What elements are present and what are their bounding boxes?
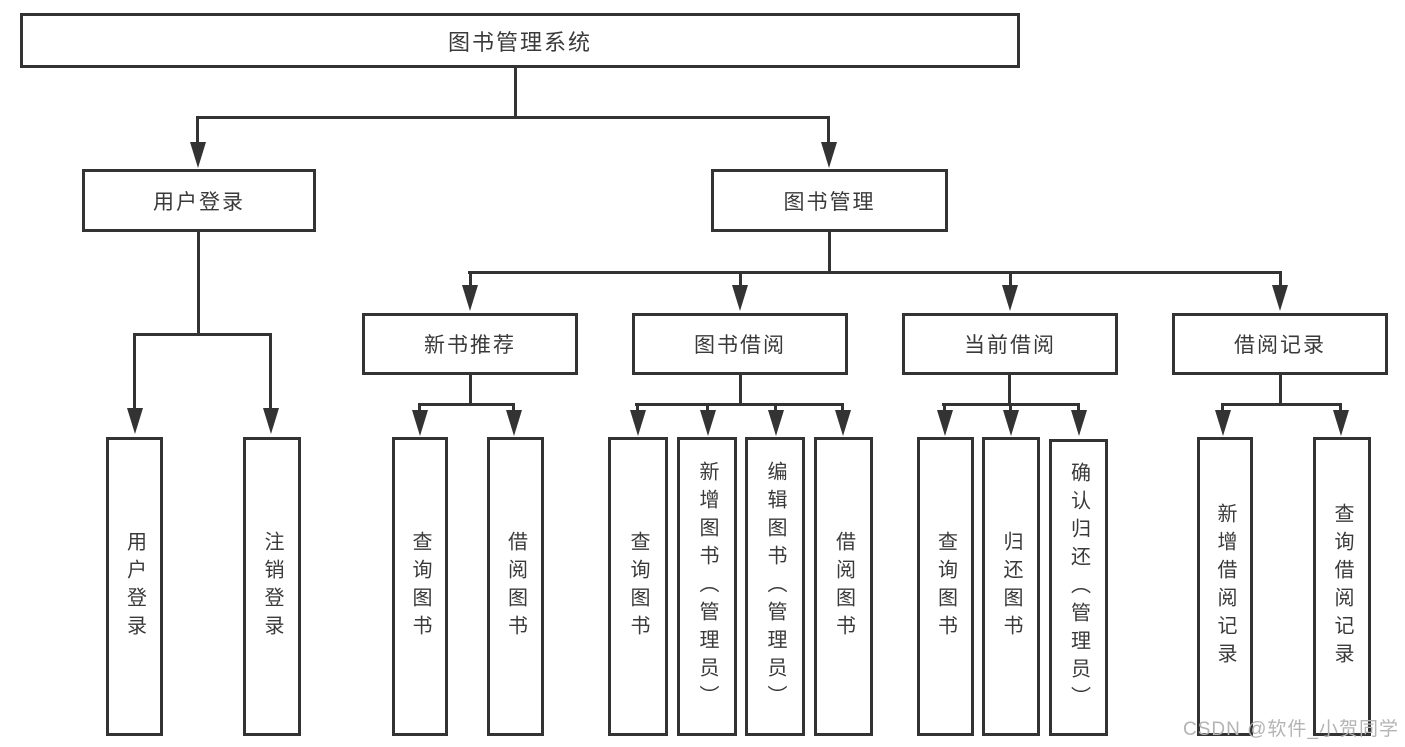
connector-userlogin-drop-left <box>133 333 136 409</box>
leaf-label: 查询图书 <box>934 530 957 643</box>
connector-bookmgmt-drop-1 <box>469 271 472 287</box>
connector-borrowing-drop-1 <box>636 403 639 412</box>
arrow-to-cb-return <box>1003 410 1019 436</box>
connector-current-drop-3 <box>1077 403 1080 412</box>
node-book-management: 图书管理 <box>711 169 948 232</box>
arrow-to-br-add <box>1215 410 1231 436</box>
leaf-borrow-books-recommend: 借阅图书 <box>487 437 544 736</box>
leaf-label: 归还图书 <box>1000 530 1022 643</box>
connector-records-bar <box>1221 403 1341 406</box>
leaf-borrow-books-borrowing: 借阅图书 <box>814 437 873 736</box>
connector-newbook-bar <box>418 403 515 406</box>
node-user-login: 用户登录 <box>82 169 316 232</box>
leaf-label: 借阅图书 <box>832 530 855 643</box>
leaf-add-book-admin: 新增图书（管理员） <box>677 437 737 736</box>
arrow-to-bb-edit <box>768 410 784 436</box>
connector-bookmgmt-drop-3 <box>1009 271 1012 287</box>
leaf-label: 确认归还（管理员） <box>1067 461 1090 714</box>
arrow-to-book-management <box>821 142 837 168</box>
leaf-label: 用户登录 <box>123 530 146 643</box>
connector-bookmgmt-drop-2 <box>739 271 742 287</box>
node-label: 当前借阅 <box>964 334 1056 357</box>
connector-newbook-drop-1 <box>418 403 421 412</box>
arrow-to-leaf-user-login <box>127 408 143 434</box>
arrow-to-user-login <box>190 142 206 168</box>
connector-records-drop-2 <box>1339 403 1342 412</box>
leaf-query-borrow-record: 查询借阅记录 <box>1313 437 1371 736</box>
connector-records-drop-1 <box>1221 403 1224 412</box>
connector-borrowing-bar <box>635 403 843 406</box>
node-label: 借阅记录 <box>1234 334 1326 357</box>
node-new-book-recommend: 新书推荐 <box>362 313 578 375</box>
node-label: 图书管理系统 <box>447 29 592 55</box>
leaf-label: 查询图书 <box>627 530 649 643</box>
connector-bookmgmt-stem <box>828 232 831 274</box>
leaf-label: 注销登录 <box>261 530 283 643</box>
leaf-label: 借阅图书 <box>504 530 527 643</box>
connector-newbook-stem <box>469 375 472 406</box>
connector-root-stem <box>514 68 517 119</box>
leaf-label: 查询图书 <box>409 530 431 643</box>
arrow-to-cb-confirm <box>1071 410 1087 436</box>
connector-bookmgmt-bar <box>468 271 1282 274</box>
arrow-to-book-borrowing <box>732 285 748 311</box>
node-label: 图书管理 <box>783 190 876 214</box>
arrow-to-bb-query <box>630 410 646 436</box>
leaf-return-books: 归还图书 <box>982 437 1040 736</box>
csdn-watermark: CSDN @软件_小贺同学 <box>1183 719 1399 740</box>
connector-bookmgmt-drop-4 <box>1279 271 1282 287</box>
node-borrowing-records: 借阅记录 <box>1172 313 1388 375</box>
leaf-query-books-current: 查询图书 <box>917 437 974 736</box>
arrow-to-bb-add <box>700 410 716 436</box>
leaf-label: 新增图书（管理员） <box>696 460 718 713</box>
leaf-label: 查询借阅记录 <box>1331 502 1353 671</box>
connector-newbook-drop-2 <box>512 403 515 412</box>
arrow-to-borrowing-records <box>1272 285 1288 311</box>
node-label: 图书借阅 <box>694 334 786 357</box>
node-label: 用户登录 <box>153 190 245 214</box>
connector-records-stem <box>1279 375 1282 406</box>
node-current-borrowing: 当前借阅 <box>902 313 1118 375</box>
leaf-user-login: 用户登录 <box>106 437 163 736</box>
arrow-to-br-query <box>1333 410 1349 436</box>
leaf-query-books-recommend: 查询图书 <box>392 437 448 736</box>
leaf-edit-book-admin: 编辑图书（管理员） <box>745 437 805 736</box>
connector-borrowing-drop-3 <box>774 403 777 412</box>
connector-current-drop-2 <box>1009 403 1012 412</box>
connector-userlogin-bar <box>133 333 272 336</box>
connector-root-drop-right <box>827 116 830 144</box>
node-label: 新书推荐 <box>424 334 516 357</box>
leaf-label: 编辑图书（管理员） <box>764 460 786 713</box>
arrow-to-leaf-logout <box>263 408 279 434</box>
arrow-to-bb-borrow <box>835 410 851 436</box>
connector-borrowing-drop-4 <box>841 403 844 412</box>
arrow-to-cb-query <box>937 410 953 436</box>
arrow-to-nb-borrow <box>506 410 522 436</box>
arrow-to-new-book-recommend <box>462 285 478 311</box>
leaf-confirm-return-admin: 确认归还（管理员） <box>1049 439 1108 736</box>
connector-current-stem <box>1008 375 1011 406</box>
connector-current-drop-1 <box>943 403 946 412</box>
node-book-borrowing: 图书借阅 <box>632 313 848 375</box>
leaf-add-borrow-record: 新增借阅记录 <box>1197 437 1253 736</box>
connector-borrowing-stem <box>739 375 742 406</box>
arrow-to-nb-query <box>412 410 428 436</box>
connector-root-drop-left <box>196 116 199 144</box>
connector-borrowing-drop-2 <box>706 403 709 412</box>
connector-userlogin-drop-right <box>269 333 272 409</box>
connector-root-bar <box>196 116 830 119</box>
connector-userlogin-stem <box>197 232 200 336</box>
arrow-to-current-borrowing <box>1002 285 1018 311</box>
leaf-label: 新增借阅记录 <box>1214 502 1236 671</box>
node-library-management-system: 图书管理系统 <box>20 13 1020 68</box>
leaf-query-books-borrowing: 查询图书 <box>608 437 668 736</box>
leaf-logout: 注销登录 <box>243 437 301 736</box>
